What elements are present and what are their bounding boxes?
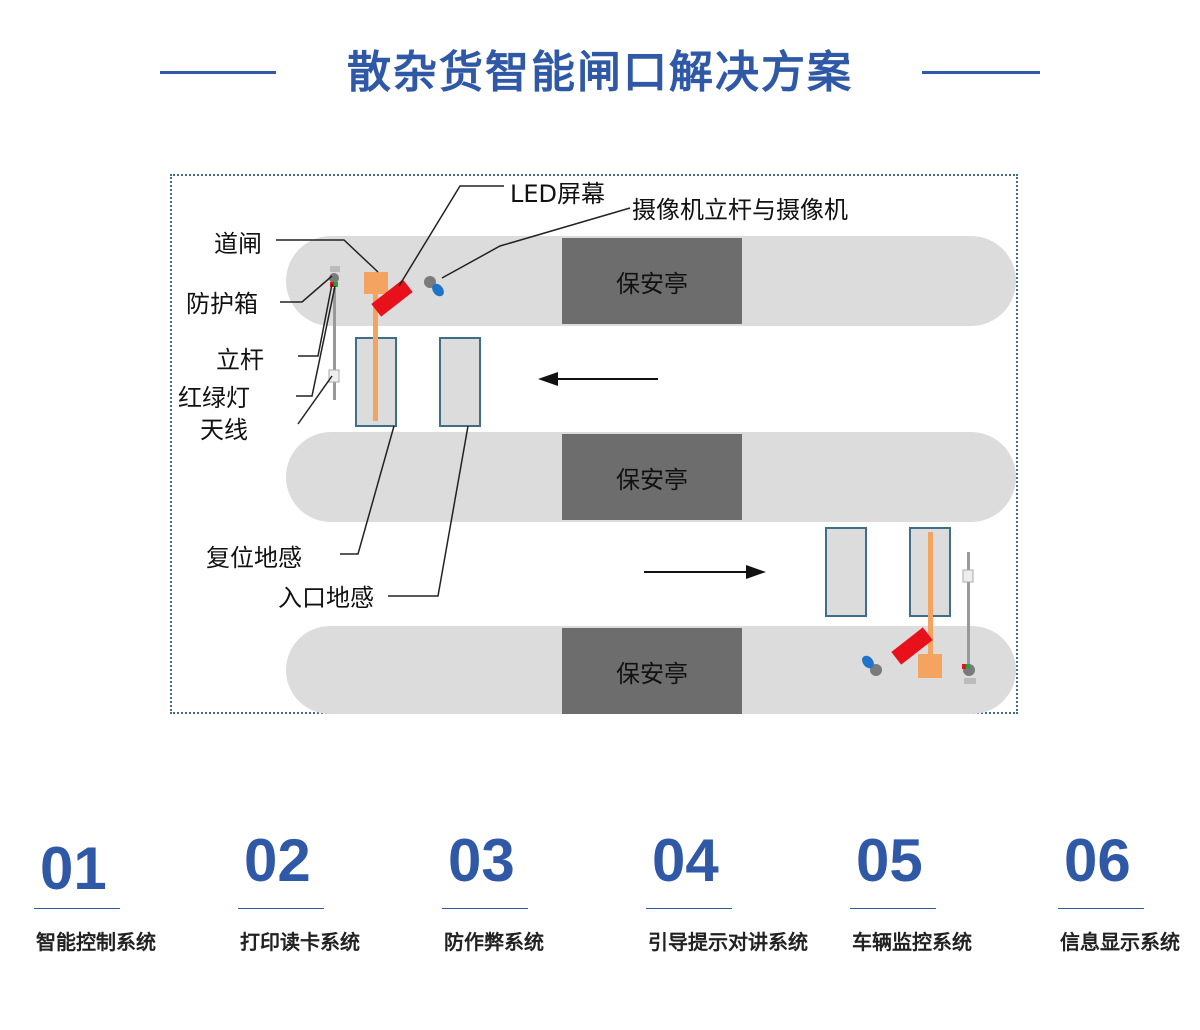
feature-divider	[238, 908, 324, 909]
pole-bottom	[967, 552, 970, 664]
feature-number: 04	[652, 826, 719, 896]
green-light-bottom	[966, 664, 970, 669]
label-antenna: 天线	[200, 416, 248, 444]
gate-layout-svg: 保安亭 保安亭 保安亭	[172, 176, 1020, 716]
feature-number: 01	[40, 834, 107, 904]
feature-label: 打印读卡系统	[240, 926, 360, 955]
feature-label: 信息显示系统	[1060, 926, 1180, 955]
gate-layout-diagram: 保安亭 保安亭 保安亭	[170, 174, 1018, 714]
booth-middle-label: 保安亭	[616, 466, 688, 494]
label-protective-box: 防护箱	[186, 290, 258, 318]
booth-bottom-label: 保安亭	[616, 660, 688, 688]
title-right-rule	[922, 71, 1040, 74]
booth-top-label: 保安亭	[616, 270, 688, 298]
feature-number: 06	[1064, 826, 1131, 896]
title-area: 散杂货智能闸口解决方案	[0, 40, 1200, 110]
entry-loop-top	[440, 338, 480, 426]
label-camera-pole: 摄像机立杆与摄像机	[632, 196, 848, 224]
arrow-outbound-head	[746, 565, 766, 579]
feature-label: 防作弊系统	[444, 926, 544, 955]
label-barrier: 道闸	[214, 230, 262, 258]
feature-label: 引导提示对讲系统	[648, 926, 808, 955]
feature-divider	[646, 908, 732, 909]
arrow-inbound-head	[538, 372, 558, 386]
label-led-screen: LED屏幕	[510, 180, 605, 208]
feature-divider	[850, 908, 936, 909]
feature-divider	[34, 908, 120, 909]
title-left-rule	[160, 71, 276, 74]
feature-label: 智能控制系统	[36, 926, 156, 955]
feature-divider	[1058, 908, 1144, 909]
feature-label: 车辆监控系统	[852, 926, 972, 955]
feature-number: 05	[856, 826, 923, 896]
label-pole: 立杆	[216, 346, 264, 374]
label-reset-loop: 复位地感	[206, 544, 302, 572]
label-traffic-light: 红绿灯	[178, 384, 250, 412]
red-light-bottom	[962, 664, 966, 669]
feature-strip: 01 智能控制系统 02 打印读卡系统 03 防作弊系统 04 引导提示对讲系统…	[0, 820, 1200, 1020]
barrier-box-top	[364, 272, 388, 294]
barrier-box-bottom	[918, 654, 942, 678]
page-title: 散杂货智能闸口解决方案	[300, 40, 900, 106]
feature-number: 03	[448, 826, 515, 896]
label-entry-loop: 入口地感	[278, 584, 374, 612]
feature-divider	[442, 908, 528, 909]
protective-box-bottom	[964, 678, 976, 684]
protective-box-top	[330, 266, 340, 272]
pole-top	[333, 288, 336, 400]
entry-loop-bottom	[826, 528, 866, 616]
feature-number: 02	[244, 826, 311, 896]
antenna-top	[329, 370, 339, 382]
antenna-bottom	[963, 570, 973, 582]
